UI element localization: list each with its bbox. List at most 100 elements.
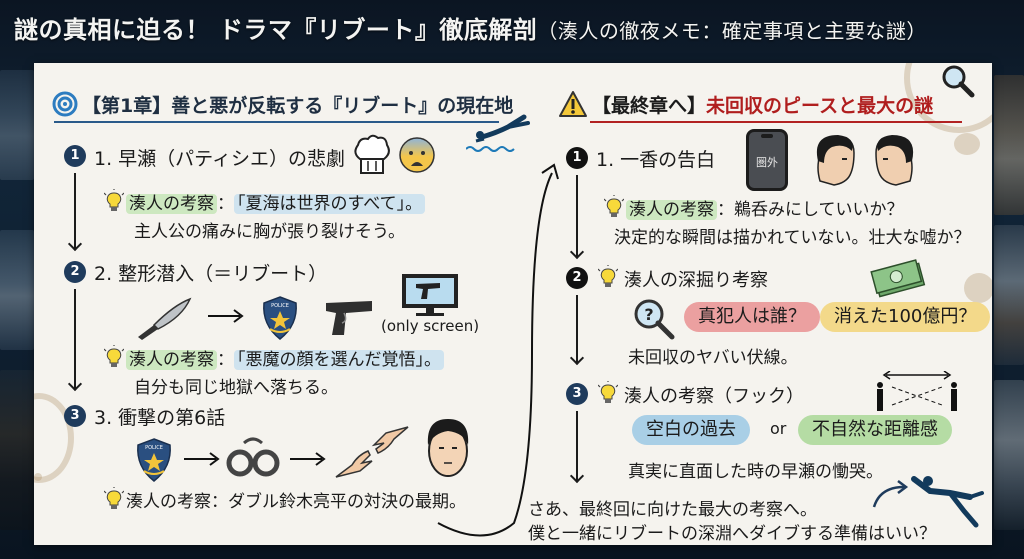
police-badge-icon: POLICE xyxy=(134,437,174,487)
insight-text: ダブル鈴木亮平の対決の最期。 xyxy=(228,492,466,512)
page-title-sub: （湊人の徹夜メモ：確定事項と主要な謎） xyxy=(537,19,927,43)
question-magnifier-icon: ? xyxy=(632,297,676,345)
insight-label: 湊人の考察 xyxy=(126,492,211,512)
badge-text: POLICE xyxy=(145,445,163,451)
right-item-2-heading: 湊人の深掘り考察 xyxy=(624,270,768,291)
down-arrow-icon xyxy=(67,236,83,252)
coffee-drip xyxy=(964,273,992,303)
money-bills-icon xyxy=(870,259,928,303)
phone-icon: 圏外 xyxy=(746,129,788,191)
diver-icon xyxy=(465,113,536,159)
badge-text: POLICE xyxy=(271,303,289,309)
memo-paper: 【第1章】善と悪が反転する『リブート』の現在地 1 1. 早瀬（パティシエ）の悲… xyxy=(34,63,992,545)
step-badge-3: 3 xyxy=(566,383,588,405)
left-item-3-insight: 湊人の考察：ダブル鈴木亮平の対決の最期。 xyxy=(126,492,466,512)
right-section-divider xyxy=(590,121,962,123)
background-office-photo xyxy=(0,230,34,350)
monitor-pistol-icon xyxy=(400,272,460,322)
right-section-title-accent: 未回収のピースと最大の謎 xyxy=(706,95,934,117)
knife-icon xyxy=(134,297,194,345)
pill-blank-past: 空白の過去 xyxy=(632,415,750,445)
pill-missing-money: 消えた100億円？ xyxy=(820,302,991,332)
left-item-1-insight: 湊人の考察：「夏海は世界のすべて」。 xyxy=(126,189,426,214)
lightbulb-icon xyxy=(597,381,619,405)
coffee-stain xyxy=(904,63,992,133)
connector-curve-arrow xyxy=(437,163,559,537)
insight-quote: 「悪魔の顔を選んだ覚悟」。 xyxy=(234,350,444,370)
pill-unnatural-distance: 不自然な距離感 xyxy=(798,415,952,445)
lightbulb-icon xyxy=(597,265,619,289)
phone-notch xyxy=(761,134,773,138)
left-section-title: 【第1章】善と悪が反転する『リブート』の現在地 xyxy=(82,95,514,117)
left-item-1-heading: 1. 早瀬（パティシエ）の悲劇 xyxy=(94,148,346,170)
page-title-main: 謎の真相に迫る！ ドラマ『リブート』徹底解剖 xyxy=(14,16,538,44)
closing-line-2: 僕と一緒にリブートの深淵へダイブする準備はいい？ xyxy=(528,524,936,544)
distance-people-icon xyxy=(872,370,962,419)
left-item-2-note: 自分も同じ地獄へ落ちる。 xyxy=(134,378,338,398)
or-joiner: or xyxy=(770,419,787,438)
step-badge-1: 1 xyxy=(566,147,588,169)
spiral-icon xyxy=(52,91,78,121)
lightbulb-icon xyxy=(103,345,125,369)
coffee-drip xyxy=(954,133,980,155)
insight-label: 湊人の考察 xyxy=(626,200,717,220)
chef-hat-icon xyxy=(352,133,392,181)
background-office-photo xyxy=(0,70,34,180)
background-evidence-board-photo xyxy=(994,75,1024,215)
svg-text:?: ? xyxy=(644,305,653,324)
right-item-3-note: 真実に直面した時の早瀬の慟哭。 xyxy=(628,462,883,482)
arrow-right-icon xyxy=(184,451,220,470)
only-screen-caption: (only screen) xyxy=(381,317,480,335)
lightbulb-icon xyxy=(603,195,625,219)
background-silhouette-photo xyxy=(0,370,34,530)
arrow-right-icon xyxy=(208,308,244,327)
right-section-title: 【最終章へ】未回収のピースと最大の謎 xyxy=(592,91,933,118)
anxious-face-icon xyxy=(398,136,436,178)
right-item-2-note: 未回収のヤバい伏線。 xyxy=(628,348,798,368)
curved-arrow-icon xyxy=(870,479,910,513)
insight-text: 鵜呑みにしていいか？ xyxy=(734,200,904,220)
flow-line xyxy=(74,173,76,249)
right-item-1-note: 決定的な瞬間は描かれていない。壮大な嘘か？ xyxy=(614,228,971,248)
left-item-3-heading: 3. 衝撃の第6話 xyxy=(94,407,226,429)
page-title: 謎の真相に迫る！ ドラマ『リブート』徹底解剖（湊人の徹夜メモ：確定事項と主要な謎… xyxy=(14,10,1014,45)
right-section-title-prefix: 【最終章へ】 xyxy=(592,95,707,117)
phone-no-signal-text: 圏外 xyxy=(756,156,778,169)
pistol-icon xyxy=(324,297,374,341)
warning-icon xyxy=(558,90,588,122)
down-arrow-icon xyxy=(67,376,83,392)
flow-line xyxy=(576,175,578,257)
pill-true-culprit: 真犯人は誰？ xyxy=(684,302,820,332)
man-profile-right-icon xyxy=(810,131,860,193)
man-face-icon xyxy=(422,415,474,485)
background-evidence-board-photo xyxy=(994,225,1024,365)
right-item-1-heading: 1. 一香の告白 xyxy=(596,149,716,171)
insight-label: 湊人の考察 xyxy=(126,350,217,370)
flow-line xyxy=(576,411,578,481)
arrow-right-icon xyxy=(290,451,326,470)
coffee-drip xyxy=(34,473,42,481)
flow-line xyxy=(576,295,578,363)
left-section-divider xyxy=(54,121,499,123)
right-item-1-insight: 湊人の考察：鵜呑みにしていいか？ xyxy=(626,195,904,220)
left-item-1-note: 主人公の痛みに胸が張り裂けそう。 xyxy=(134,222,405,242)
step-badge-2: 2 xyxy=(566,267,588,289)
police-badge-icon: POLICE xyxy=(260,295,300,345)
background-office-photo xyxy=(994,380,1024,530)
left-item-2-heading: 2. 整形潜入（＝リブート） xyxy=(94,263,328,285)
insight-quote: 「夏海は世界のすべて」。 xyxy=(234,194,426,214)
handcuffs-icon xyxy=(226,435,280,483)
insight-label: 湊人の考察 xyxy=(126,194,217,214)
right-item-3-heading: 湊人の考察（フック） xyxy=(624,386,804,407)
step-badge-1: 1 xyxy=(64,145,86,167)
flow-line xyxy=(74,289,76,389)
left-item-2-insight: 湊人の考察：「悪魔の顔を選んだ覚悟」。 xyxy=(126,345,444,370)
closing-line-1: さあ、最終回に向けた最大の考察へ。 xyxy=(528,500,817,520)
reaching-hands-icon xyxy=(332,425,412,483)
step-badge-2: 2 xyxy=(64,261,86,283)
lightbulb-icon xyxy=(103,189,125,213)
magnifier-icon xyxy=(940,63,976,103)
man-profile-left-icon xyxy=(870,131,920,193)
lightbulb-icon xyxy=(103,487,125,511)
diver-icon xyxy=(910,475,986,535)
